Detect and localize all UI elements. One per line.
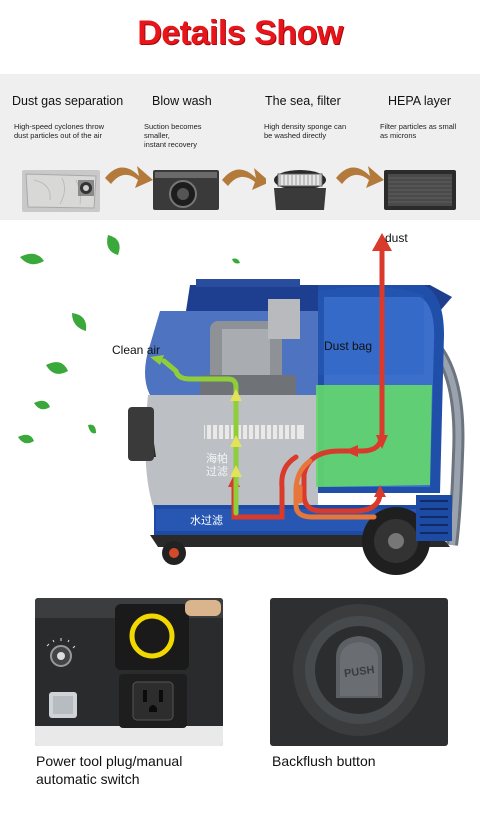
step-title: The sea, filter [265, 94, 341, 108]
backflush-button-photo: PUSH [270, 598, 448, 746]
clean-air-label: Clean air [112, 343, 161, 357]
water-filter-label: 水过滤 [190, 515, 223, 527]
power-socket-icon [35, 598, 223, 746]
dust-bag-label: Dust bag [324, 339, 373, 353]
step-dust-gas-separation: Dust gas separation High-speed cyclones … [12, 74, 132, 220]
backflush-button-icon [270, 598, 448, 746]
step-title: Blow wash [152, 94, 212, 108]
sponge-filter-icon [266, 168, 334, 212]
flow-arrow-icon [105, 166, 153, 188]
flow-arrow-icon [336, 166, 384, 188]
step-title: Dust gas separation [12, 94, 124, 108]
power-socket-photo [35, 598, 223, 746]
page-title: Details Show [137, 14, 343, 52]
step-title: HEPA layer [388, 94, 451, 108]
vacuum-cutaway-diagram: dust Clean air Dust bag 海帕过滤 水过滤 [0, 225, 480, 575]
dust-flow-arrow-icon [231, 244, 385, 520]
filter-bag-icon [22, 170, 100, 212]
clean-air-flow-arrow-icon [161, 358, 239, 516]
sponge-filter-label: 海帕过滤 [206, 453, 228, 478]
dust-label: dust [385, 231, 408, 245]
blow-port-icon [153, 170, 219, 210]
filter-steps-strip: Dust gas separation High-speed cyclones … [0, 74, 480, 220]
vacuum-body-illustration [18, 233, 465, 575]
leaf-icon [18, 235, 240, 444]
hepa-panel-icon [384, 170, 456, 210]
flow-arrow-icon [222, 168, 270, 190]
backflush-caption: Backflush button [272, 753, 376, 769]
